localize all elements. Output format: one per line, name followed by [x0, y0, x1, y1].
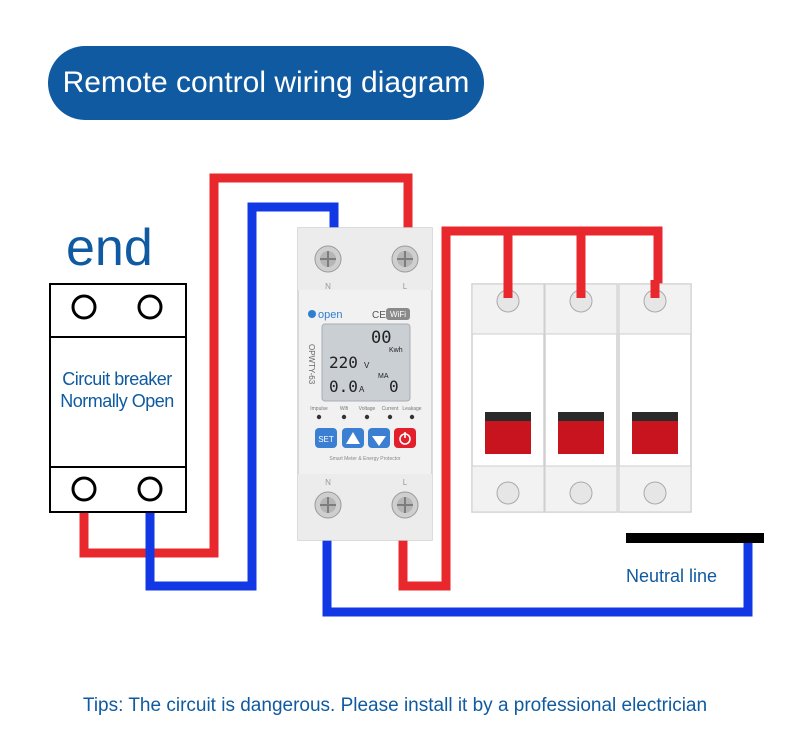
indicator-wifi: Wifi — [340, 406, 348, 412]
indicator-voltage: Voltage — [359, 406, 376, 412]
indicator-leakage: Leakage — [402, 406, 421, 412]
set-button-label: SET — [318, 435, 334, 444]
triangle-down-icon — [372, 436, 386, 446]
neutral-line-wire — [322, 537, 753, 617]
smart-meter: N L N L open CE WiFi — [297, 227, 433, 541]
indicator-current: Current — [382, 406, 399, 412]
neutral-wire-breaker-to-meter — [145, 202, 339, 591]
wires — [79, 173, 764, 617]
wifi-badge — [386, 308, 410, 320]
mcb-3 — [618, 283, 692, 513]
up-button[interactable] — [342, 428, 364, 448]
screw-icon — [391, 245, 419, 273]
breaker-terminal-top-right — [137, 294, 163, 320]
leak-unit: MA — [378, 373, 389, 380]
breaker-terminal-bottom-right — [137, 476, 163, 502]
live-wire-meter-to-switches — [398, 226, 663, 591]
breaker-terminal-top-left — [71, 294, 97, 320]
mcb-2 — [544, 283, 618, 513]
mcb-terminal — [569, 481, 593, 505]
wifi-badge-label: WiFi — [390, 310, 406, 319]
mcb-terminal — [643, 481, 667, 505]
mcb-terminal — [496, 481, 520, 505]
current-unit: A — [359, 385, 365, 394]
meter-model: OPWTY-63 — [307, 344, 316, 385]
indicator-led — [341, 414, 347, 420]
indicator-impulse: Impulse — [310, 406, 328, 412]
set-button[interactable]: SET — [315, 428, 337, 448]
current-value: 0.0 — [329, 377, 358, 396]
page-title: Remote control wiring diagram — [48, 46, 484, 120]
circuit-breaker-label-line1: Circuit breaker — [62, 369, 172, 389]
ce-mark: CE — [372, 310, 386, 321]
power-button[interactable] — [394, 428, 416, 448]
lcd-display — [321, 323, 411, 402]
top-terminal-l: L — [403, 282, 408, 291]
safety-tip: Tips: The circuit is dangerous. Please i… — [82, 695, 708, 716]
triangle-up-icon — [346, 432, 360, 444]
down-button[interactable] — [368, 428, 390, 448]
mcb-1 — [471, 283, 545, 513]
leak-value: 0 — [389, 377, 399, 396]
brand-logo-icon — [308, 310, 316, 318]
breaker-terminal-bottom-left — [71, 476, 97, 502]
voltage-value: 220 — [329, 353, 358, 372]
indicator-led — [364, 414, 370, 420]
top-terminal-n: N — [325, 282, 331, 291]
meter-footer: Smart Meter & Energy Protector — [329, 456, 400, 462]
neutral-line-label: Neutral line — [626, 566, 718, 586]
screw-icon — [391, 491, 419, 519]
meter-brand: open — [318, 309, 342, 321]
kwh-value: 00 — [371, 328, 391, 348]
screw-icon — [314, 245, 342, 273]
circuit-breaker — [49, 283, 187, 513]
circuit-breaker-label: Circuit breaker Normally Open — [50, 368, 184, 412]
circuit-breaker-label-line2: Normally Open — [60, 391, 174, 411]
indicator-led — [316, 414, 322, 420]
screw-icon — [314, 491, 342, 519]
indicator-led — [387, 414, 393, 420]
wire-ends — [503, 280, 660, 298]
end-label: end — [66, 219, 153, 277]
live-wire-breaker-to-meter — [79, 173, 413, 558]
bottom-terminal-l: L — [403, 478, 408, 487]
voltage-unit: V — [364, 361, 370, 370]
indicator-led — [409, 414, 415, 420]
kwh-unit: Kwh — [389, 347, 403, 354]
bottom-terminal-n: N — [325, 478, 331, 487]
